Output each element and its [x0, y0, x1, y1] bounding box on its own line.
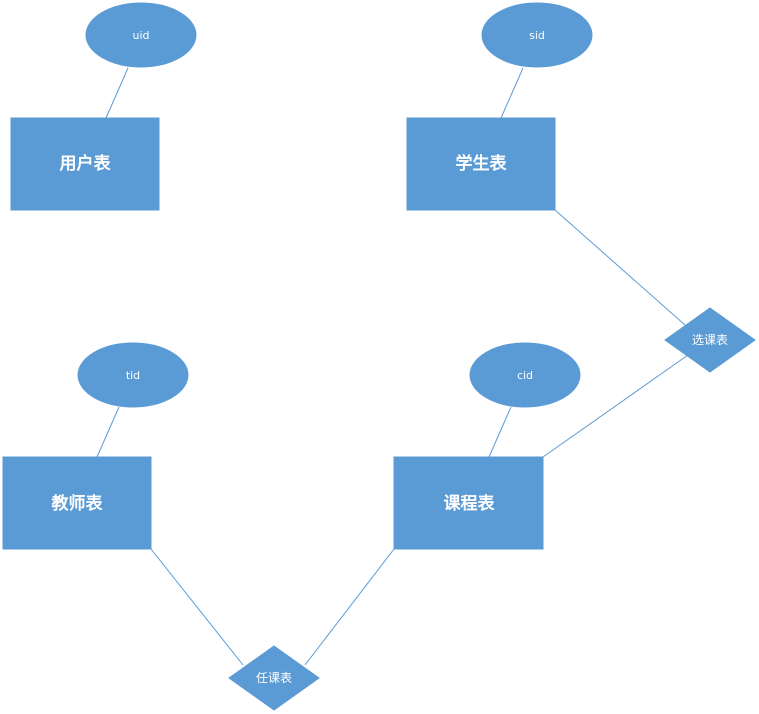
connector-teaching-course	[304, 548, 395, 666]
entity-teacher-box	[2, 456, 152, 550]
attribute-tid: tid	[77, 342, 189, 408]
connectors	[96, 67, 689, 666]
relationship-teaching-diamond	[228, 645, 320, 711]
entity-user-label: 用户表	[60, 153, 112, 174]
entity-course: 课程表	[393, 456, 544, 550]
relationship-teaching: 任课表	[228, 645, 320, 711]
attribute-cid-label: cid	[517, 369, 533, 382]
attribute-uid-ellipse	[85, 2, 197, 68]
entity-teacher: 教师表	[2, 456, 152, 550]
connector-student-selection	[554, 209, 686, 326]
attribute-uid: uid	[85, 2, 197, 68]
connector-selection-course	[542, 354, 689, 458]
connector-tid-teacher	[96, 406, 120, 458]
connector-uid-user	[105, 67, 129, 119]
attribute-sid-label: sid	[529, 29, 545, 42]
entity-student-box	[406, 117, 556, 211]
connector-sid-student	[500, 67, 524, 119]
attribute-cid-ellipse	[469, 342, 581, 408]
entity-student-label: 学生表	[456, 153, 508, 174]
connector-teacher-teaching	[150, 548, 244, 666]
attribute-uid-label: uid	[132, 29, 149, 42]
attribute-tid-ellipse	[77, 342, 189, 408]
relationship-teaching-label: 任课表	[256, 671, 292, 685]
entity-course-box	[393, 456, 544, 550]
relationship-selection: 选课表	[664, 307, 756, 373]
entity-user-box	[10, 117, 160, 211]
relationship-selection-label: 选课表	[692, 333, 728, 347]
entity-course-label: 课程表	[444, 493, 496, 514]
attribute-sid-ellipse	[481, 2, 593, 68]
attribute-cid: cid	[469, 342, 581, 408]
entity-user: 用户表	[10, 117, 160, 211]
entity-teacher-label: 教师表	[51, 493, 104, 514]
relationship-selection-diamond	[664, 307, 756, 373]
attribute-tid-label: tid	[126, 369, 140, 382]
attribute-sid: sid	[481, 2, 593, 68]
connector-cid-course	[488, 406, 512, 458]
entity-student: 学生表	[406, 117, 556, 211]
